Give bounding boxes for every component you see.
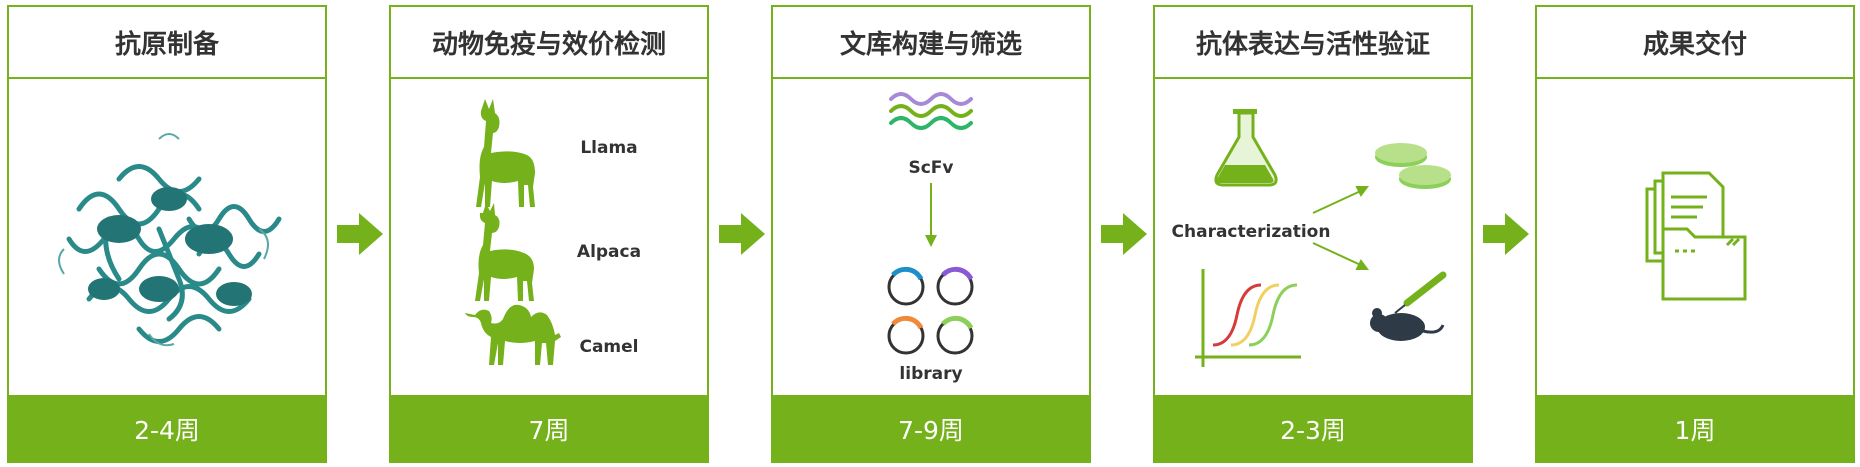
stage-immunization: 动物免疫与效价检测 Llama Alpaca Camel 7周	[389, 5, 709, 463]
stage-title: 抗原制备	[9, 7, 325, 79]
binding-curve-icon	[1195, 269, 1301, 367]
branch-arrows	[1312, 186, 1369, 270]
stage-title: 文库构建与筛选	[773, 7, 1089, 79]
stage-body	[9, 79, 325, 399]
scfv-label: ScFv	[908, 158, 953, 178]
animal-label-llama: Llama	[580, 138, 637, 158]
stage-body: Characterization	[1155, 79, 1471, 399]
stage-duration: 7-9周	[771, 395, 1091, 463]
animal-icons: Llama Alpaca Camel	[465, 99, 641, 365]
alpaca-icon	[475, 203, 534, 301]
stage-duration: 1周	[1535, 395, 1855, 463]
stage-body	[1537, 79, 1853, 399]
scfv-wave-icon	[889, 92, 973, 130]
stage-body: ScFv library	[773, 79, 1089, 399]
animal-label-camel: Camel	[579, 337, 638, 357]
animal-label-alpaca: Alpaca	[577, 242, 641, 262]
camel-icon	[465, 304, 561, 365]
arrow-right-icon	[337, 213, 383, 255]
protein-structure-icon	[58, 133, 282, 347]
arrow-right-icon	[1483, 213, 1529, 255]
documents-folder-icon	[1645, 171, 1747, 301]
arrow-right-icon	[1101, 213, 1147, 255]
stage-duration: 7周	[389, 395, 709, 463]
stage-library-construction: 文库构建与筛选 ScFv library	[771, 5, 1091, 463]
arrow-down-icon	[925, 183, 937, 247]
stage-antigen-prep: 抗原制备	[7, 5, 327, 463]
arrow-right-icon	[719, 213, 765, 255]
stage-title: 成果交付	[1537, 7, 1853, 79]
library-cycle-icon	[887, 266, 974, 355]
characterization-label: Characterization	[1172, 222, 1331, 242]
stage-title: 动物免疫与效价检测	[391, 7, 707, 79]
stage-expression-validation: 抗体表达与活性验证 Characterization	[1153, 5, 1473, 463]
library-label: library	[899, 364, 962, 384]
stage-title: 抗体表达与活性验证	[1155, 7, 1471, 79]
stage-duration: 2-3周	[1153, 395, 1473, 463]
stage-body: Llama Alpaca Camel	[391, 79, 707, 399]
flask-icon	[1214, 109, 1278, 187]
petri-dish-icon	[1375, 143, 1451, 189]
stage-duration: 2-4周	[7, 395, 327, 463]
mouse-injection-icon	[1370, 271, 1447, 341]
stage-delivery: 成果交付 1周	[1535, 5, 1855, 463]
llama-icon	[476, 99, 535, 207]
